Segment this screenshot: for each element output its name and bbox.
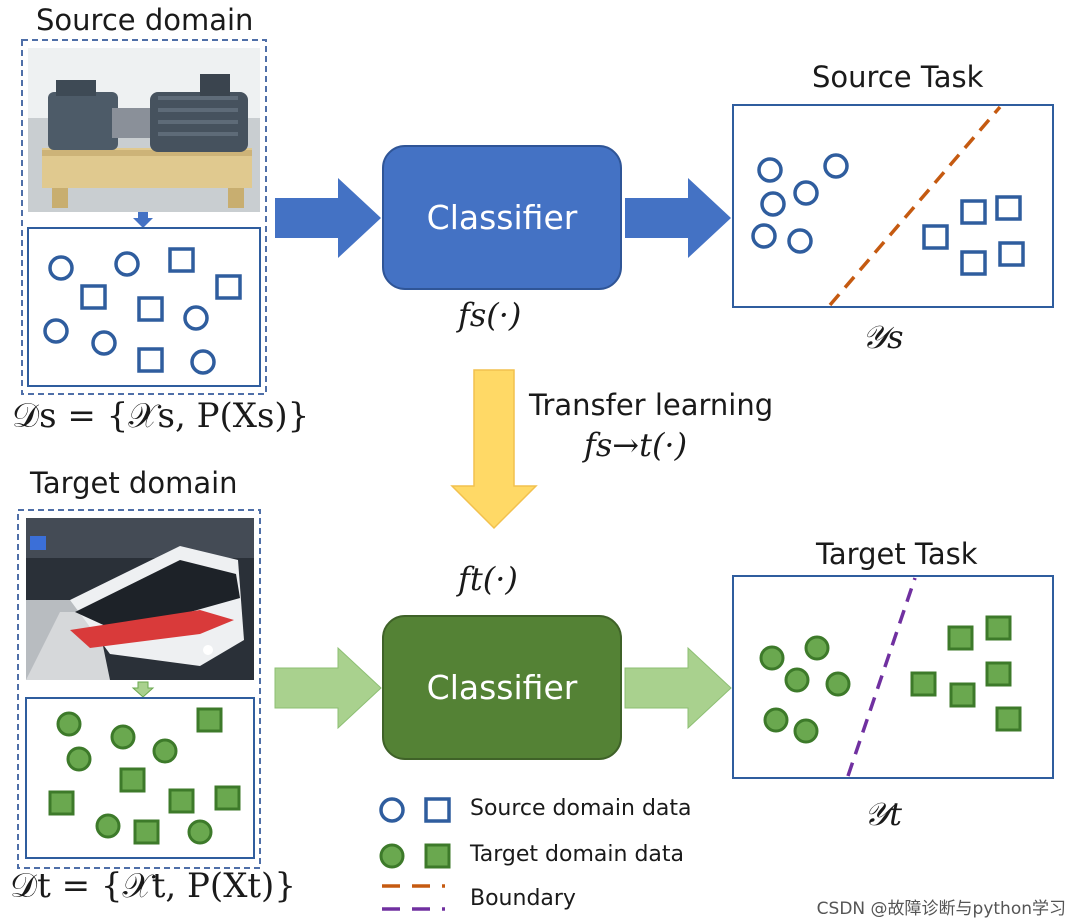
target-square	[48, 790, 75, 816]
source-task-square	[960, 199, 987, 225]
legend-source-square-icon	[424, 797, 451, 823]
target-square	[168, 788, 195, 814]
source-task-circle	[757, 157, 783, 183]
source-domain-formula: 𝒟s = {𝒳s, P(Xs)}	[12, 396, 310, 436]
source-domain-title: Source domain	[36, 3, 254, 37]
source-circle	[183, 305, 209, 331]
source-circle	[91, 330, 117, 356]
legend-target-square-icon	[424, 843, 451, 869]
source-task-square	[995, 195, 1022, 221]
target-to-classifier-arrow	[274, 646, 382, 730]
source-data-box	[27, 227, 261, 387]
target-task-circle	[804, 635, 830, 661]
source-task-square	[998, 241, 1025, 267]
target-task-square	[985, 615, 1012, 641]
legend-boundary-label: Boundary	[470, 886, 576, 911]
source-task-circle	[793, 180, 819, 206]
transfer-function-label: fs→t(·)	[584, 426, 688, 464]
source-square	[80, 284, 107, 310]
target-circle	[56, 711, 82, 737]
target-task-circle	[825, 671, 851, 697]
target-output-symbol: 𝒴t	[864, 795, 902, 833]
target-circle	[95, 813, 121, 839]
target-square	[133, 819, 160, 845]
source-square	[215, 274, 242, 300]
source-to-classifier-arrow	[275, 178, 381, 258]
source-task-square	[922, 224, 949, 250]
target-task-circle	[784, 667, 810, 693]
source-square	[168, 247, 195, 273]
target-task-square	[910, 671, 937, 697]
target-function-label: ft(·)	[458, 560, 518, 598]
target-circle	[187, 819, 213, 845]
target-circle	[110, 724, 136, 750]
transfer-arrow	[450, 369, 538, 530]
target-boundary-line	[846, 577, 917, 777]
target-classifier-to-task-arrow	[624, 646, 732, 730]
source-data-points	[43, 247, 242, 375]
target-square	[196, 707, 223, 733]
target-task-title: Target Task	[816, 537, 978, 571]
target-data-points	[48, 707, 241, 845]
source-task-circle	[760, 191, 786, 217]
target-task-points	[759, 615, 1022, 744]
source-boundary-line	[828, 105, 1002, 307]
source-task-box	[732, 104, 1054, 308]
target-square	[119, 767, 146, 793]
target-task-circle	[759, 645, 785, 671]
target-circle	[66, 746, 92, 772]
source-circle	[190, 349, 216, 375]
source-circle	[114, 251, 140, 277]
source-task-circle	[823, 153, 849, 179]
target-classifier-label: Classifier	[427, 668, 578, 707]
source-down-arrow	[133, 212, 153, 228]
target-classifier-box	[382, 615, 622, 760]
source-classifier-to-task-arrow	[625, 178, 731, 258]
legend-source-circle-icon	[379, 797, 405, 823]
source-classifier-box	[382, 145, 622, 290]
target-domain-formula: 𝒟t = {𝒳t, P(Xt)}	[10, 866, 296, 906]
legend-target-label: Target domain data	[470, 842, 684, 867]
source-task-circle	[787, 228, 813, 254]
transfer-learning-label: Transfer learning	[529, 388, 774, 422]
target-task-circle	[793, 718, 819, 744]
target-square	[214, 785, 241, 811]
source-output-symbol: 𝒴s	[862, 318, 904, 356]
source-machinery-image	[28, 48, 260, 212]
target-train-image	[26, 518, 254, 680]
source-square	[137, 296, 164, 322]
source-circle	[48, 255, 74, 281]
source-task-title: Source Task	[812, 60, 984, 94]
source-square	[137, 347, 164, 373]
watermark: CSDN @故障诊断与python学习	[816, 899, 1066, 919]
legend	[379, 797, 451, 911]
legend-target-circle-icon	[379, 843, 405, 869]
target-task-square	[949, 682, 976, 708]
target-task-circle	[763, 707, 789, 733]
target-task-square	[947, 625, 974, 651]
source-domain-frame	[21, 39, 267, 395]
legend-source-label: Source domain data	[470, 796, 692, 821]
target-down-arrow	[131, 681, 155, 698]
target-task-square	[995, 706, 1022, 732]
target-circle	[152, 738, 178, 764]
source-circle	[43, 318, 69, 344]
target-task-square	[985, 661, 1012, 687]
source-task-square	[960, 250, 987, 276]
source-classifier-label: Classifier	[427, 198, 578, 237]
target-domain-frame	[17, 509, 261, 869]
source-task-circle	[751, 223, 777, 249]
source-task-points	[751, 153, 1025, 276]
source-function-label: fs(·)	[458, 296, 522, 334]
target-domain-title: Target domain	[30, 466, 238, 500]
